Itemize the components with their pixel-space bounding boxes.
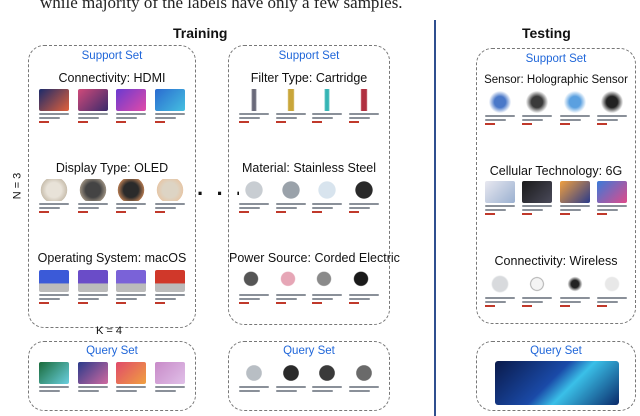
category-label: Connectivity: Wireless [494, 254, 618, 268]
testing-title: Testing [522, 25, 571, 41]
train-test-divider [434, 20, 436, 416]
product-phone-image [522, 181, 553, 219]
product-hairdryer-image [239, 270, 269, 308]
product-row-monitors [39, 89, 185, 127]
product-earbuds-image [596, 273, 627, 311]
product-phone-image [559, 181, 590, 219]
product-laptop-image [77, 270, 108, 308]
product-earbuds-image [559, 273, 590, 311]
figure-caption-fragment: while majority of the labels have only a… [40, 0, 403, 12]
product-monitor-image [116, 89, 147, 127]
support-set-panel-testing: Support Set Sensor: Holographic Sensor C… [476, 48, 636, 324]
query-set-panel-right: Query Set [228, 341, 390, 411]
product-watch-image [116, 179, 147, 217]
product-vacuum-image [239, 89, 269, 127]
product-hairdryer-image [348, 270, 379, 308]
product-monitor-image [154, 89, 185, 127]
product-row-laptops [39, 270, 185, 308]
support-set-title: Support Set [278, 50, 340, 62]
product-phone-image [596, 181, 627, 219]
category-label: Filter Type: Cartridge [250, 71, 368, 85]
product-hairdryer-image [312, 270, 343, 308]
k-shot-label: K = 4 [96, 325, 122, 337]
product-kettle-image [239, 179, 269, 217]
product-monitor-image [154, 362, 185, 400]
support-set-panel-right: Support Set Filter Type: Cartridge Mater… [228, 45, 400, 325]
ellipsis: · · · [197, 181, 247, 206]
product-holographic-fan-image [559, 91, 590, 129]
product-coffee-maker-image [312, 362, 343, 400]
product-monitor-image [39, 89, 69, 127]
product-holographic-fan-image [485, 91, 515, 129]
query-set-title: Query Set [86, 345, 138, 357]
product-vacuum-image [312, 89, 343, 127]
product-earbuds-image [522, 273, 553, 311]
query-image-hologram-scene [495, 361, 619, 405]
product-row-watches [39, 179, 185, 217]
category-label: Display Type: OLED [55, 161, 169, 175]
product-laptop-image [116, 270, 147, 308]
category-label: Connectivity: HDMI [58, 71, 166, 85]
product-laptop-image [39, 270, 69, 308]
product-row-query-right [239, 362, 379, 400]
n-way-label: N = 3 [11, 172, 24, 200]
product-row-hairdryers [239, 270, 379, 308]
product-row-holographic [485, 91, 627, 129]
product-monitor-image [116, 362, 147, 400]
product-kettle-image [275, 179, 306, 217]
training-title: Training [173, 25, 228, 41]
product-coffee-maker-image [275, 362, 306, 400]
product-kettle-image [348, 179, 379, 217]
category-label: Power Source: Corded Electric [229, 251, 400, 265]
query-set-panel-testing: Query Set [476, 341, 636, 411]
product-hairdryer-image [275, 270, 306, 308]
product-laptop-image [154, 270, 185, 308]
product-coffee-maker-image [348, 362, 379, 400]
category-label: Sensor: Holographic Sensor [484, 74, 628, 86]
product-headphones-image [485, 273, 515, 311]
product-row-query-left [39, 362, 185, 400]
product-monitor-image [77, 89, 108, 127]
category-label: Operating System: macOS [37, 251, 187, 265]
support-set-panel-left: Support Set Connectivity: HDMI Display T… [28, 45, 196, 328]
query-set-title: Query Set [530, 345, 582, 357]
product-holographic-fan-image [522, 91, 553, 129]
product-coffee-maker-image [239, 362, 269, 400]
product-watch-image [39, 179, 69, 217]
product-monitor-image [77, 362, 108, 400]
product-row-vacuums [239, 89, 379, 127]
support-set-title: Support Set [525, 53, 587, 65]
product-row-earbuds [485, 273, 627, 311]
category-label: Material: Stainless Steel [241, 161, 377, 175]
query-set-panel-left: Query Set [28, 341, 196, 411]
product-monitor-image [39, 362, 69, 400]
product-row-kettles [239, 179, 379, 217]
product-vacuum-image [275, 89, 306, 127]
product-kettle-image [312, 179, 343, 217]
product-watch-image [77, 179, 108, 217]
product-row-phones [485, 181, 627, 219]
query-set-title: Query Set [283, 345, 335, 357]
product-holographic-fan-image [596, 91, 627, 129]
category-label: Cellular Technology: 6G [489, 164, 623, 178]
product-vacuum-image [348, 89, 379, 127]
support-set-title: Support Set [81, 50, 143, 62]
product-watch-image [154, 179, 185, 217]
product-phone-image [485, 181, 515, 219]
